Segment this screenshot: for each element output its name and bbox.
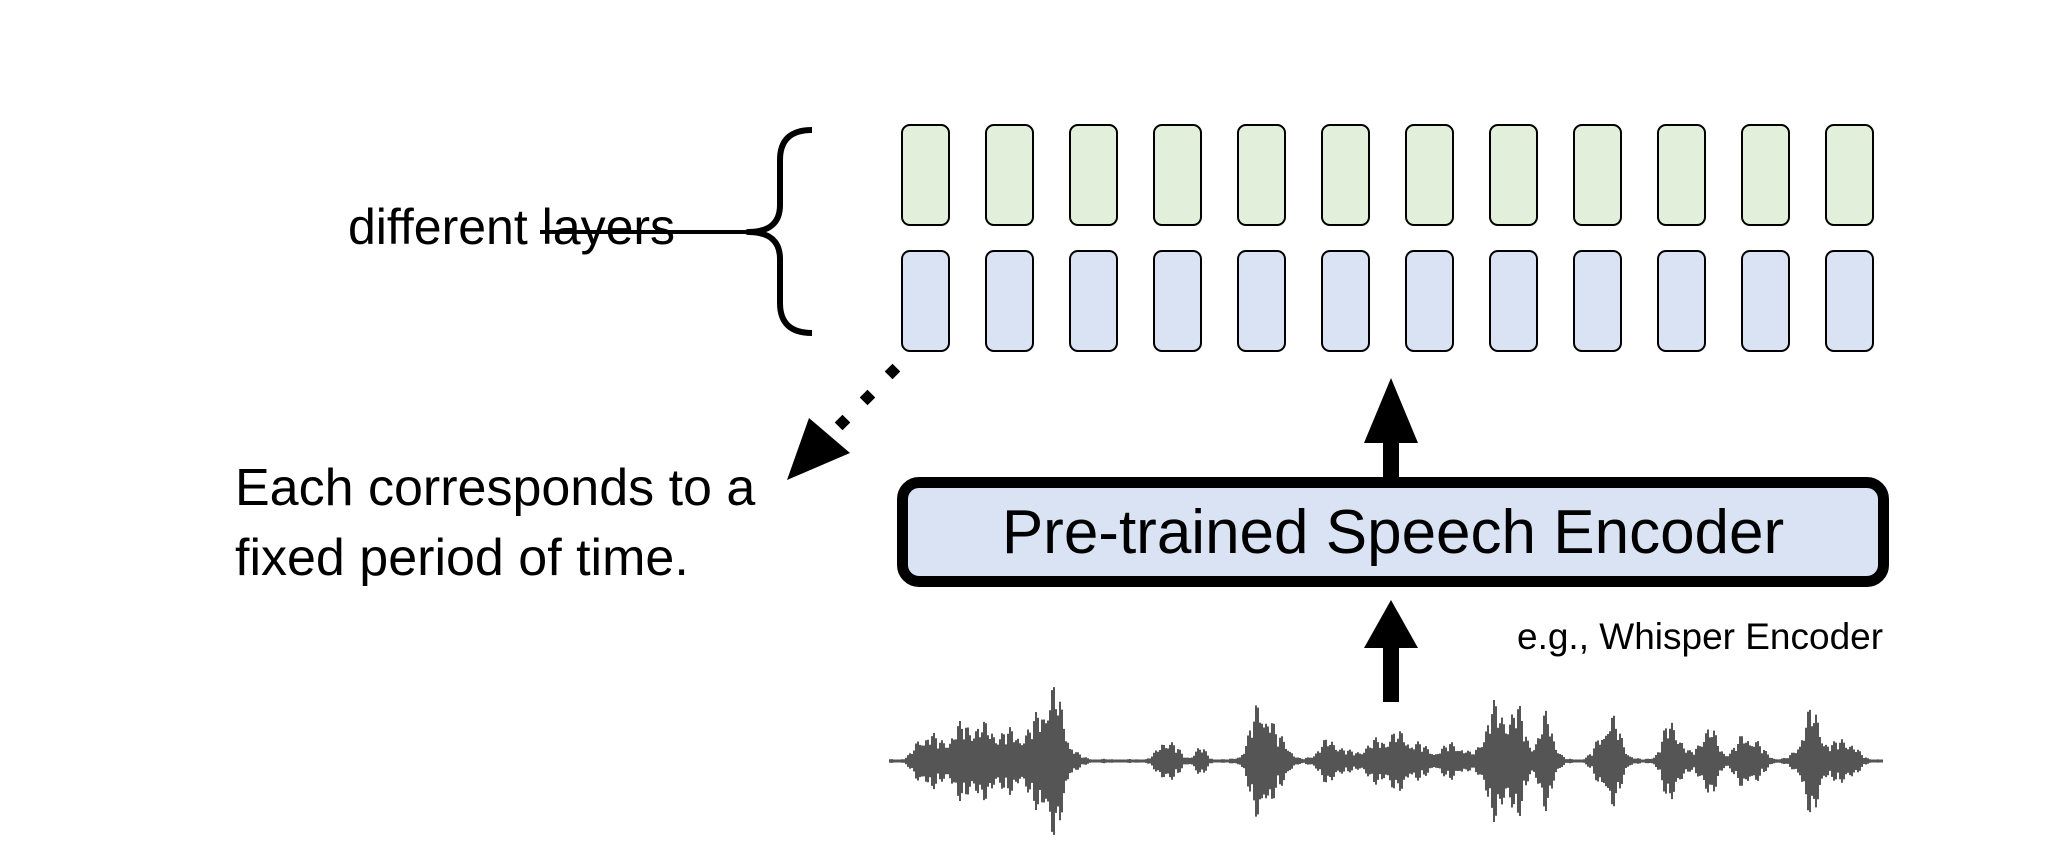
feature-cell-upper [1573,124,1622,226]
feature-cell-lower [1153,250,1202,352]
feature-cell-lower [1741,250,1790,352]
feature-cell-lower [1405,250,1454,352]
layers-label: different layers [348,199,676,255]
up-arrow-icon [1364,600,1418,702]
feature-cell-lower [1657,250,1706,352]
feature-cell-upper [1489,124,1538,226]
feature-grid [901,124,1874,352]
feature-cell-lower [901,250,950,352]
encoder-title: Pre-trained Speech Encoder [1001,497,1785,567]
curly-brace-icon [745,127,813,336]
speech-encoder-box: Pre-trained Speech Encoder [897,477,1889,587]
feature-cell-lower [985,250,1034,352]
feature-cell-lower [1573,250,1622,352]
feature-cell-lower [1321,250,1370,352]
waveform-icon [889,687,1883,835]
feature-cell-upper [1237,124,1286,226]
feature-cell-upper [1825,124,1874,226]
up-arrow-icon [1364,378,1418,480]
period-caption-line-2: fixed period of time. [235,529,689,587]
feature-cell-upper [1405,124,1454,226]
feature-cell-upper [1741,124,1790,226]
period-caption-line-1: Each corresponds to a [235,459,756,517]
feature-cell-lower [1489,250,1538,352]
feature-cell-lower [1237,250,1286,352]
feature-cell-upper [1069,124,1118,226]
feature-cell-upper [985,124,1034,226]
feature-cell-upper [901,124,950,226]
encoder-example-label: e.g., Whisper Encoder [1517,616,1884,657]
feature-cell-lower [1069,250,1118,352]
feature-cell-upper [1321,124,1370,226]
feature-cell-lower [1825,250,1874,352]
feature-cell-upper [1153,124,1202,226]
dotted-arrow-icon [787,363,901,480]
feature-cell-upper [1657,124,1706,226]
